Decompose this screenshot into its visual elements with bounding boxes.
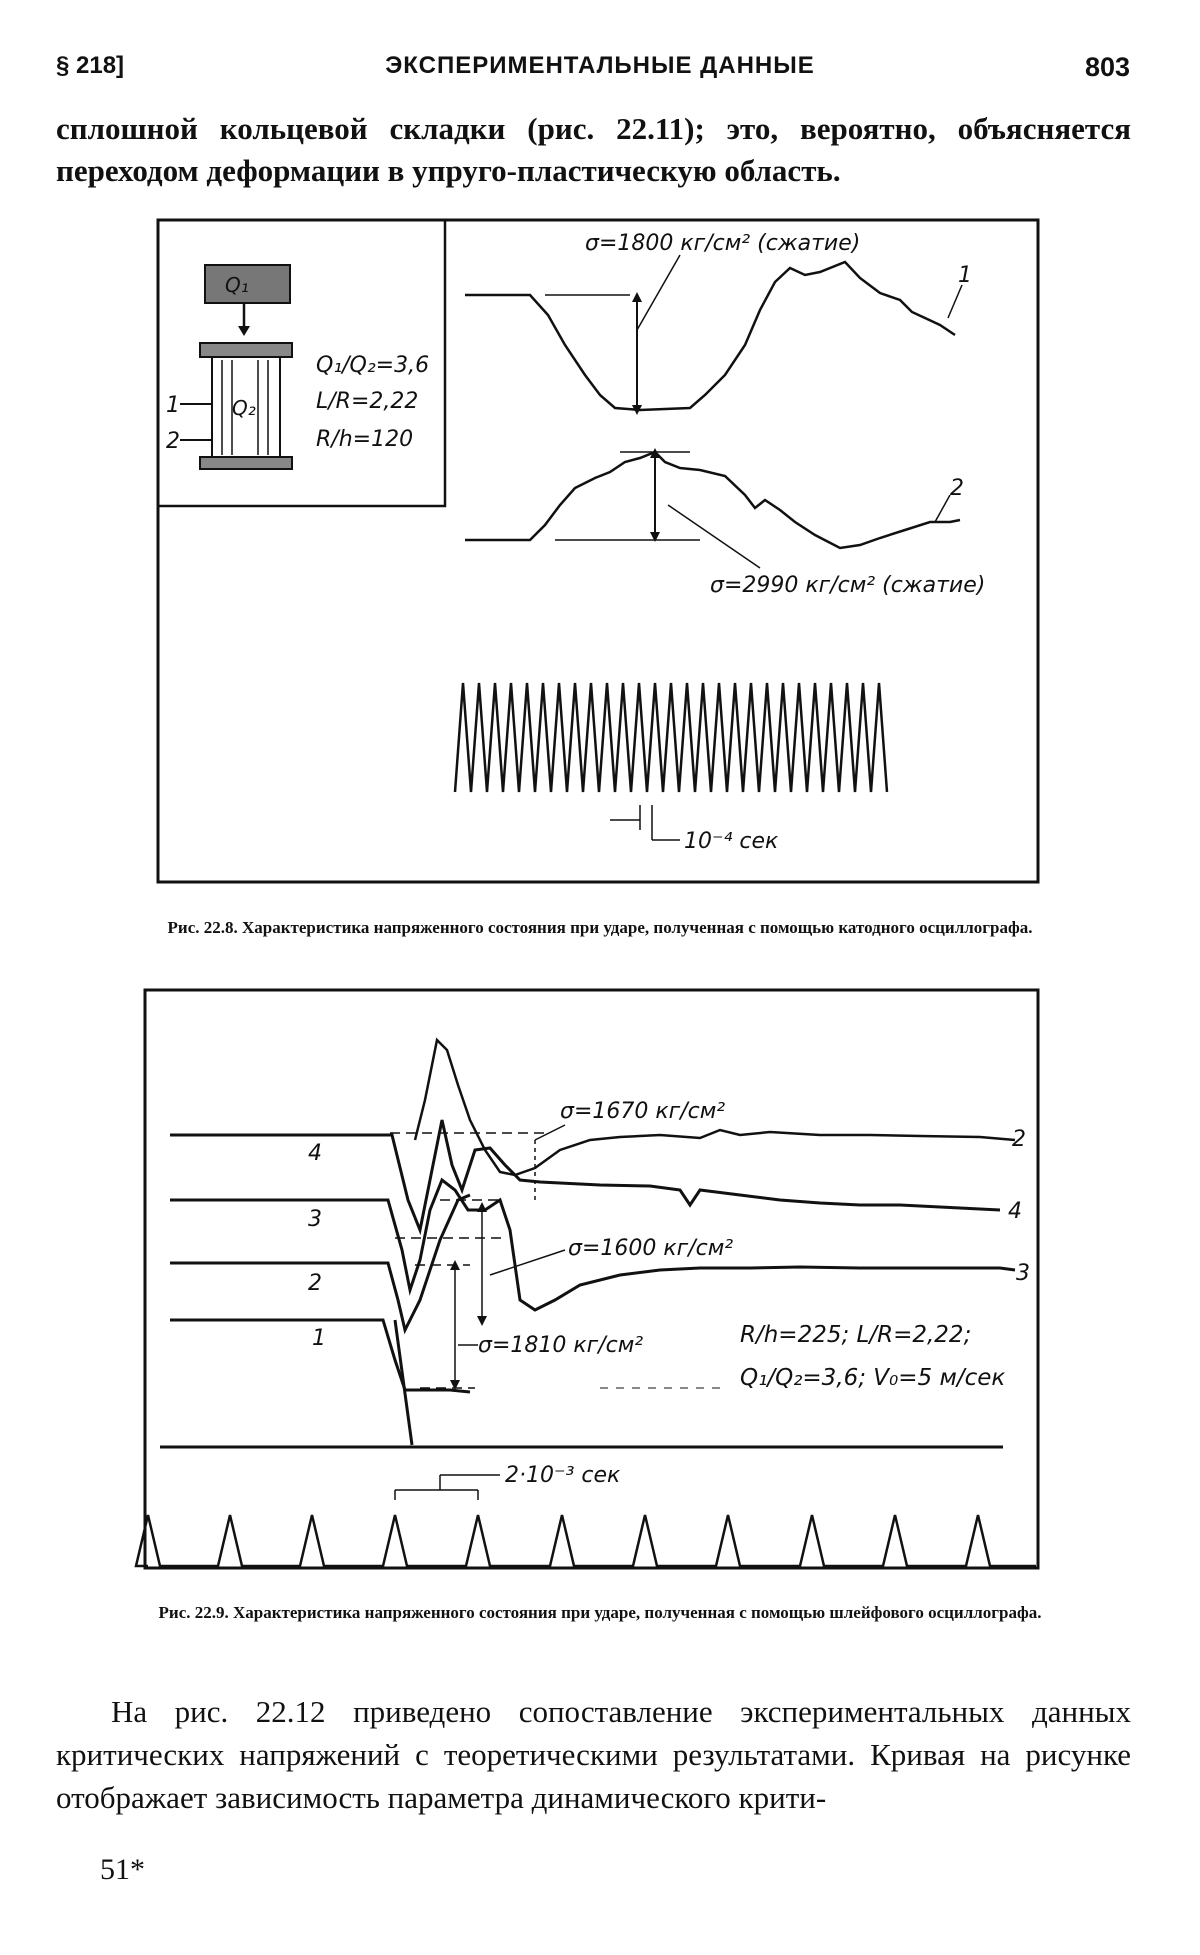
curve-1 xyxy=(465,260,956,412)
section-number: § 218] xyxy=(56,52,125,79)
inset-param-l: L/R=2,22 xyxy=(316,389,418,414)
paragraph-top: сплошной кольцевой складки (рис. 22.11);… xyxy=(56,111,1131,188)
figure2-caption: Рис. 22.9. Характеристика напряженного с… xyxy=(158,1603,1042,1622)
curve-2-label: 2 xyxy=(950,476,964,501)
figure1-frame xyxy=(156,218,1040,884)
inset-label-2: 2 xyxy=(166,429,180,454)
inset-param-r: R/h=120 xyxy=(316,427,413,452)
trace-right-label-3: 3 xyxy=(1016,1261,1030,1286)
fig1-annotation-bottom: σ=2990 кг/см² (сжатие) xyxy=(710,573,985,598)
trace-right-label-2: 2 xyxy=(1012,1127,1026,1152)
page-number: 803 xyxy=(1084,52,1130,82)
figure1-caption: Рис. 22.8. Характеристика напряженного с… xyxy=(167,918,1033,937)
fig2-annotation-c: σ=1810 кг/см² xyxy=(478,1333,643,1358)
figure2-frame xyxy=(143,988,1040,1570)
trace-4 xyxy=(170,1119,1001,1236)
fig1-annotation-top: σ=1800 кг/см² (сжатие) xyxy=(585,231,860,256)
figure-22-9 xyxy=(134,988,1040,1570)
fig2-params-2: Q₁/Q₂=3,6; V₀=5 м/сек xyxy=(740,1365,1005,1391)
curve-2 xyxy=(465,450,961,550)
trace-2-base xyxy=(170,1193,471,1335)
trace-left-label-3: 3 xyxy=(308,1207,322,1232)
curve-1-label: 1 xyxy=(958,263,972,288)
inset-q2: Q₂ xyxy=(232,396,256,420)
inset-label-1: 1 xyxy=(166,393,180,418)
trace-right-label-4: 4 xyxy=(1008,1199,1022,1224)
inset-param-q: Q₁/Q₂=3,6 xyxy=(316,353,429,378)
figure-22-8 xyxy=(156,218,1040,884)
inset-q1: Q₁ xyxy=(225,273,249,297)
trace-left-label-1: 1 xyxy=(312,1326,326,1351)
fig2-annotation-b: σ=1600 кг/см² xyxy=(568,1236,733,1261)
fig1-timing-label: 10⁻⁴ сек xyxy=(684,829,779,854)
paragraph-bottom: На рис. 22.12 приведено сопоставление эк… xyxy=(56,1694,1131,1815)
trace-left-label-4: 4 xyxy=(308,1141,322,1166)
specimen-drawing xyxy=(180,264,293,470)
fig2-timing-label: 2·10⁻³ сек xyxy=(505,1463,621,1488)
running-title: ЭКСПЕРИМЕНТАЛЬНЫЕ ДАННЫЕ xyxy=(385,52,815,79)
fig2-params-1: R/h=225; L/R=2,22; xyxy=(740,1322,971,1348)
timing-pulses xyxy=(134,1514,1036,1568)
timing-sawtooth xyxy=(453,682,889,793)
signature-mark: 51* xyxy=(100,1853,145,1886)
trace-left-label-2: 2 xyxy=(308,1271,322,1296)
fig2-annotation-a: σ=1670 кг/см² xyxy=(560,1099,725,1124)
inset-frame xyxy=(156,218,447,508)
trace-2 xyxy=(413,1037,1016,1177)
trace-3 xyxy=(170,1177,1016,1312)
